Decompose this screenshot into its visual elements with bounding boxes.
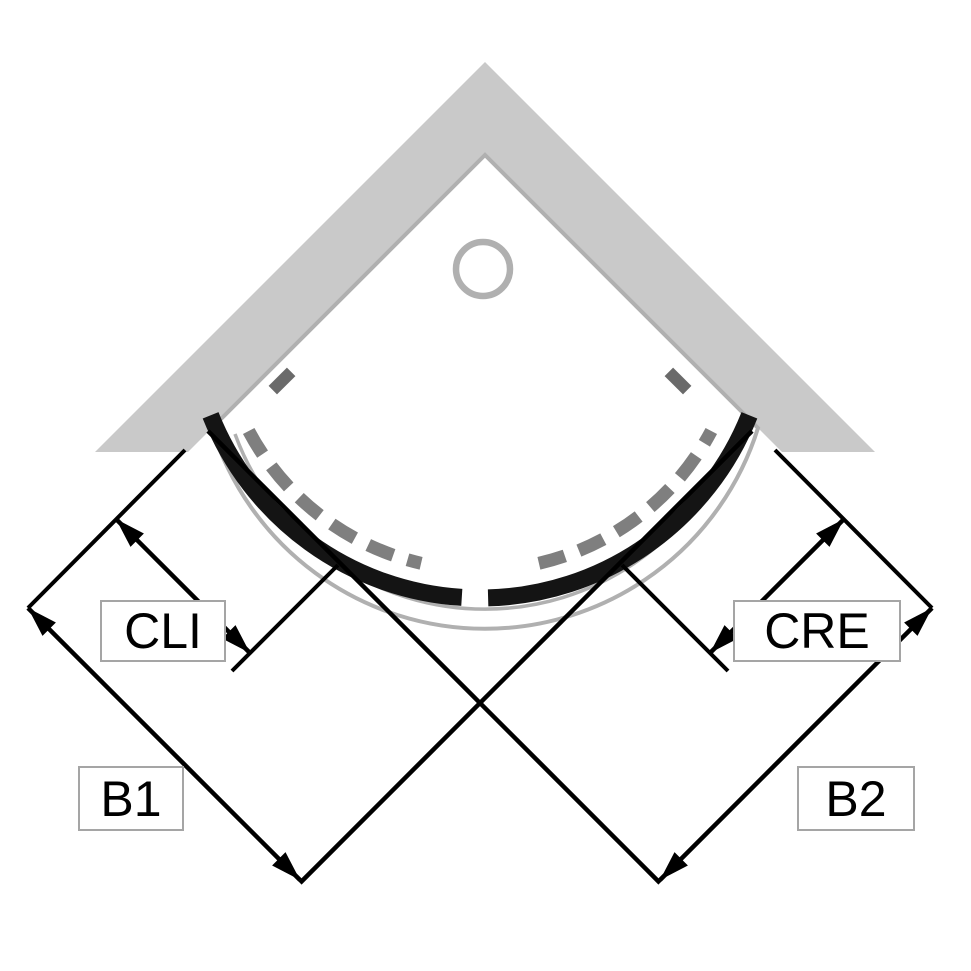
arrowhead-b1-top: [28, 608, 56, 636]
dimension-label-cre: CRE: [733, 600, 901, 662]
arrowhead-b2-top: [904, 608, 932, 636]
extension-line-left-wall: [26, 448, 187, 610]
dimension-label-b1: B1: [78, 766, 184, 831]
door-bracket-left: [268, 367, 296, 395]
door-bracket-right: [664, 367, 692, 395]
drain: [452, 238, 514, 300]
arrowhead-b2-bottom: [660, 852, 688, 880]
arrowhead-cli-top: [116, 519, 144, 547]
dimension-line-cre: [708, 517, 846, 655]
dimension-label-b2: B2: [797, 766, 915, 831]
arrowhead-cre-bottom: [710, 625, 738, 653]
arrowhead-cli-bottom: [222, 625, 250, 653]
reference-line-right-to-bottom-left: [298, 429, 754, 885]
extension-line-right-wall: [773, 448, 934, 610]
corner-walls: [95, 62, 875, 452]
extension-line-left-door: [230, 563, 340, 673]
shower-tray: [209, 152, 761, 631]
dimension-line-b1: [26, 606, 302, 882]
dimension-label-cli: CLI: [100, 600, 226, 662]
dimension-line-cli: [114, 517, 252, 655]
extension-line-right-door: [620, 563, 730, 673]
arrowhead-b1-bottom: [272, 852, 300, 880]
arrowhead-cre-top: [816, 519, 844, 547]
reference-line-left-to-bottom-right: [206, 429, 662, 885]
